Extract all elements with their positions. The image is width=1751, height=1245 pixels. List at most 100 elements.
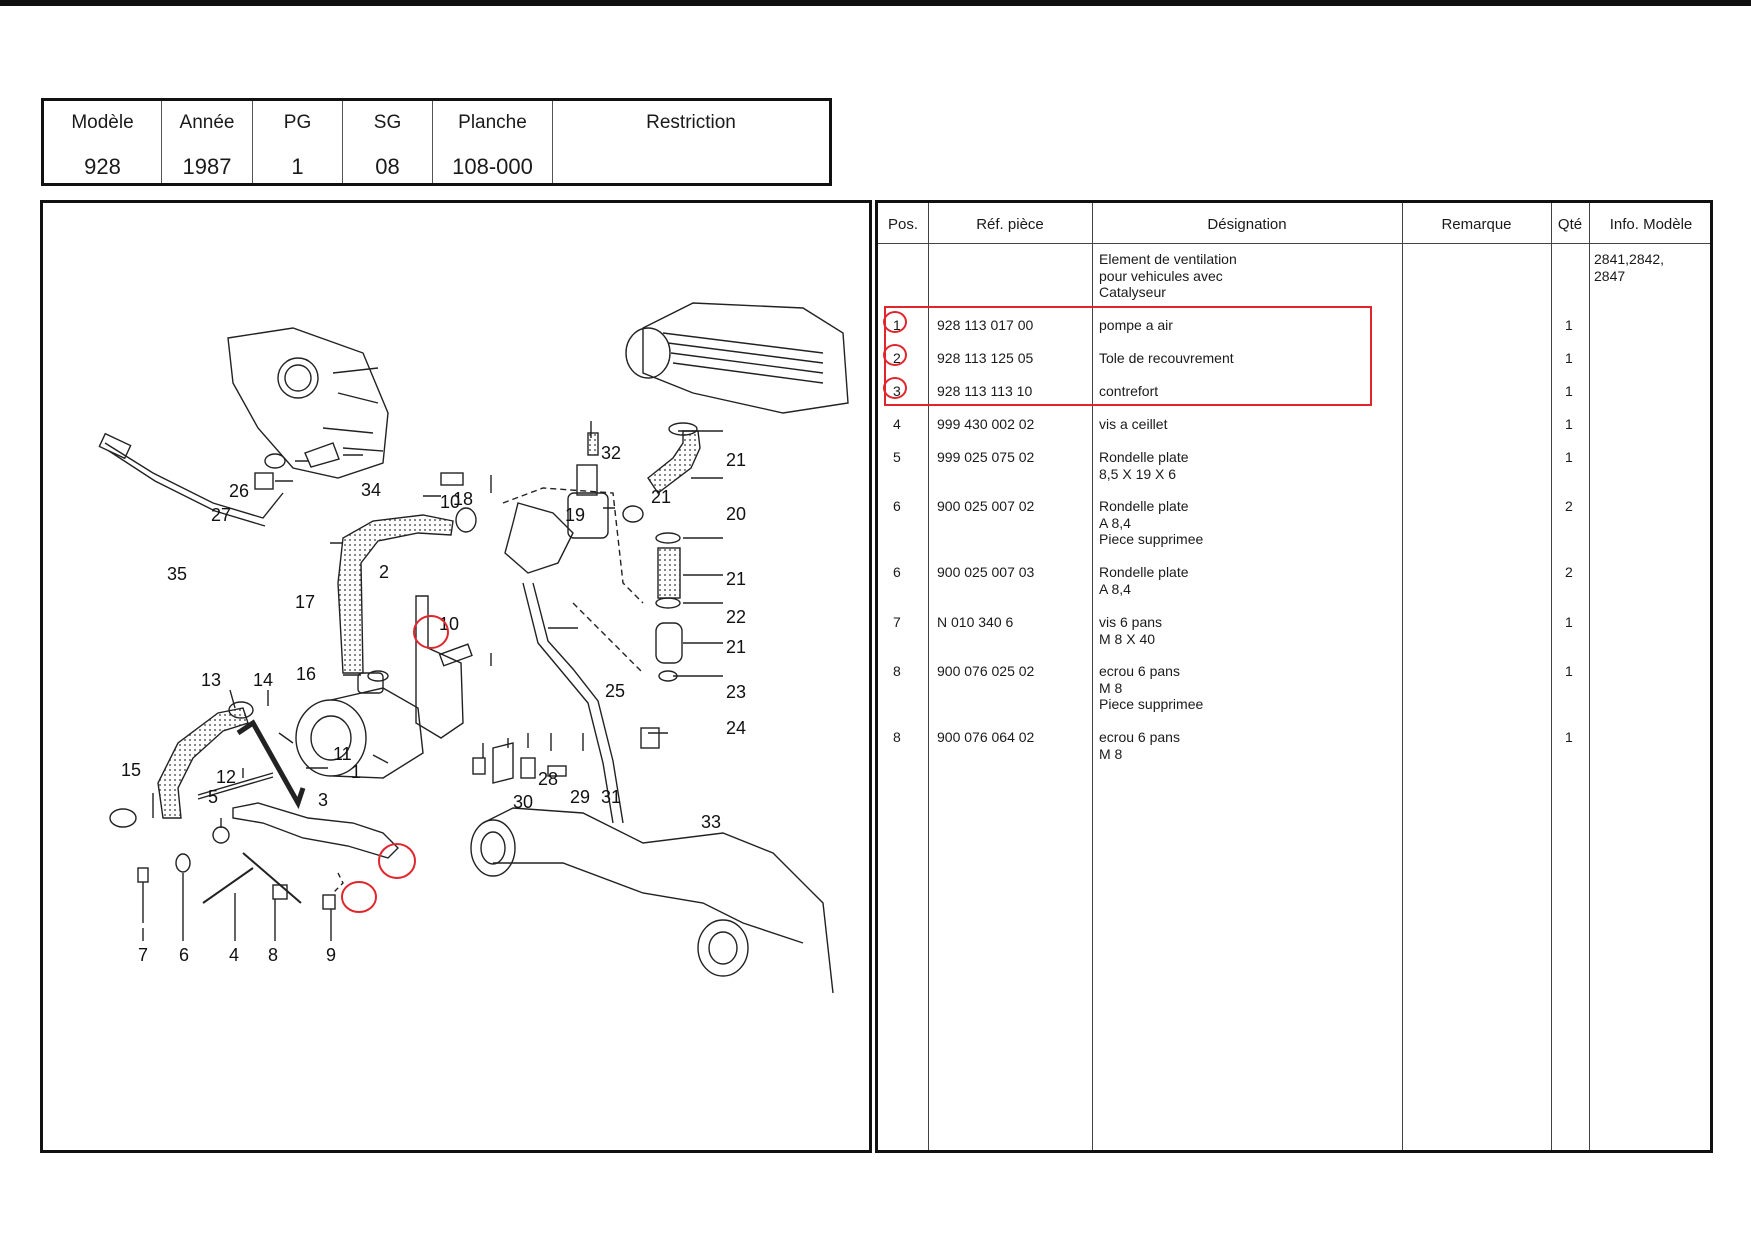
col-header-qty: Qté <box>1557 216 1583 233</box>
pipe-25-drawing <box>522 582 624 824</box>
callout-15: 15 <box>121 760 141 780</box>
header-value: 08 <box>375 154 400 179</box>
hose-17-drawing <box>337 514 454 674</box>
row-pos: 8 <box>893 729 901 745</box>
callout-13: 13 <box>201 670 221 690</box>
row-ref: 900 076 064 02 <box>937 729 1035 745</box>
callout-28: 28 <box>538 769 558 789</box>
bracket-drawing <box>504 502 574 574</box>
callout-16: 16 <box>296 664 316 684</box>
header-label: Restriction <box>646 112 736 133</box>
col-header-pos: Pos. <box>887 216 918 233</box>
row-ref: N 010 340 6 <box>937 614 1014 630</box>
row-pos: 5 <box>893 449 901 465</box>
callout-9: 9 <box>326 945 336 965</box>
row-ref: 900 076 025 02 <box>937 663 1035 679</box>
row-qty: 1 <box>1565 449 1573 465</box>
row-ref: 928 113 125 05 <box>937 350 1034 366</box>
header-col-model: Modèle 928 <box>44 101 162 183</box>
callout-31: 31 <box>601 787 621 807</box>
row-ref: 928 113 017 00 <box>937 317 1034 333</box>
header-col-restriction: Restriction <box>553 101 829 183</box>
pipe-35-drawing <box>104 442 284 527</box>
table-header-row <box>878 203 1710 244</box>
row-designation: Rondelle plate 8,5 X 19 X 6 <box>1099 449 1189 482</box>
row-designation: ecrou 6 pans M 8 <box>1099 729 1180 762</box>
callout-27: 27 <box>211 505 231 525</box>
callout-10b: 10 <box>440 492 460 512</box>
row-ref: 928 113 113 10 <box>937 383 1033 399</box>
callout-10a: 10 <box>439 614 459 634</box>
header-label: PG <box>283 112 312 133</box>
header-col-plate: Planche 108-000 <box>433 101 553 183</box>
row-designation: vis a ceillet <box>1099 416 1168 432</box>
callout-21b: 21 <box>651 487 671 507</box>
row-qty: 2 <box>1565 498 1573 514</box>
row-ref: 999 025 075 02 <box>937 449 1035 465</box>
callout-1: 1 <box>351 762 361 782</box>
header-col-year: Année 1987 <box>162 101 253 183</box>
callout-22: 22 <box>726 607 746 627</box>
row-designation: Tole de recouvrement <box>1099 350 1234 366</box>
header-col-pg: PG 1 <box>253 101 343 183</box>
highlight-circle <box>883 344 907 366</box>
callout-26: 26 <box>229 481 249 501</box>
callout-numbers: 1 2 3 4 5 6 7 8 9 10 10 11 12 13 14 15 1… <box>121 443 746 965</box>
row-qty: 1 <box>1565 350 1573 366</box>
intro-designation: Element de ventilation pour vehicules av… <box>1099 251 1237 300</box>
callout-21d: 21 <box>726 637 746 657</box>
belt-11-drawing <box>236 719 306 810</box>
callout-23: 23 <box>726 682 746 702</box>
callout-24: 24 <box>726 718 746 738</box>
header-label: Modèle <box>71 112 134 133</box>
header-value: 928 <box>84 154 121 179</box>
row-ref: 900 025 007 03 <box>937 564 1035 580</box>
row-qty: 1 <box>1565 614 1573 630</box>
callout-8: 8 <box>268 945 278 965</box>
col-header-designation: Désignation <box>1207 216 1287 233</box>
cover-plate-2-drawing <box>415 595 464 739</box>
row-pos: 8 <box>893 663 901 679</box>
callout-19: 19 <box>565 505 585 525</box>
row-qty: 1 <box>1565 663 1573 679</box>
callout-3: 3 <box>318 790 328 810</box>
callout-14: 14 <box>253 670 273 690</box>
callout-11: 11 <box>333 744 352 764</box>
highlight-box <box>884 306 1372 406</box>
header-value: 108-000 <box>452 154 533 179</box>
header-label: SG <box>373 112 402 133</box>
callout-29: 29 <box>570 787 590 807</box>
callout-7: 7 <box>138 945 148 965</box>
header-label: Année <box>179 112 235 133</box>
exploded-parts-diagram: 1 2 3 4 5 6 7 8 9 10 10 11 12 13 14 15 1… <box>40 200 872 1153</box>
row-pos: 7 <box>893 614 901 630</box>
row-designation: ecrou 6 pans M 8 Piece supprimee <box>1099 663 1204 712</box>
row-qty: 2 <box>1565 564 1573 580</box>
row-designation: vis 6 pans M 8 X 40 <box>1099 614 1163 647</box>
highlight-circle <box>883 311 907 333</box>
callout-33: 33 <box>701 812 721 832</box>
exhaust-pipe-drawing <box>482 807 834 994</box>
row-ref: 900 025 007 02 <box>937 498 1035 514</box>
col-header-ref: Réf. pièce <box>976 216 1044 233</box>
col-header-info: Info. Modèle <box>1609 216 1693 233</box>
callout-2: 2 <box>379 562 389 582</box>
highlight-circle <box>883 377 907 399</box>
highlight-circles <box>341 615 449 913</box>
header-value: 1987 <box>182 154 232 179</box>
callout-30: 30 <box>513 792 533 812</box>
callout-4: 4 <box>229 945 239 965</box>
parts-list-table: Pos. Réf. pièce Désignation Remarque Qté… <box>875 200 1713 1153</box>
row-pos: 6 <box>893 564 901 580</box>
callout-35: 35 <box>167 564 187 584</box>
hose-13-drawing <box>157 707 249 819</box>
callout-20: 20 <box>726 504 746 524</box>
row-ref: 999 430 002 02 <box>937 416 1035 432</box>
engine-block-drawing <box>227 327 389 479</box>
diagram-drawing: 1 2 3 4 5 6 7 8 9 10 10 11 12 13 14 15 1… <box>98 302 849 994</box>
callout-32: 32 <box>601 443 621 463</box>
callout-6: 6 <box>179 945 189 965</box>
row-qty: 1 <box>1565 317 1573 333</box>
callout-12: 12 <box>216 767 236 787</box>
callout-25: 25 <box>605 681 625 701</box>
